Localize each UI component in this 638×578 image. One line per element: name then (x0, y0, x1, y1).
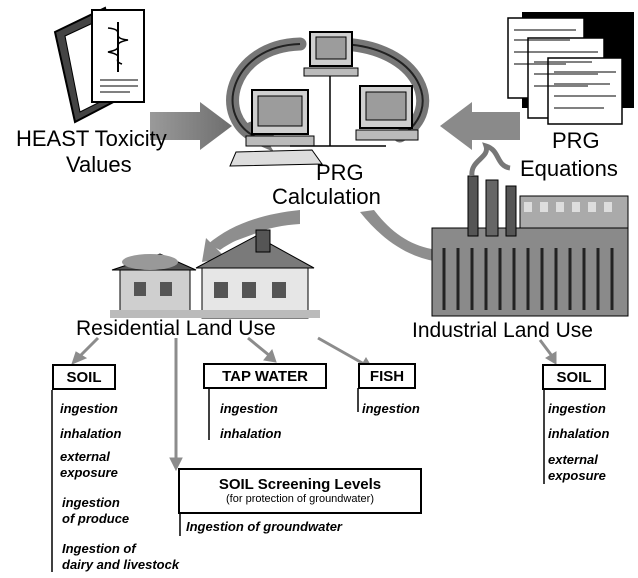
fish-label: FISH (369, 367, 405, 385)
soil-ind-pathway: exposure (548, 468, 606, 483)
residential-land-use-label: Residential Land Use (76, 317, 276, 340)
prg-calc-label-line2: Calculation (272, 184, 381, 209)
soil-res-pathway: of produce (62, 511, 130, 526)
soil-res-pathway: exposure (60, 465, 118, 480)
soil-res-pathway: inhalation (60, 426, 122, 441)
arrow-calc-to-residential (202, 220, 292, 262)
soil-ind-pathway: inhalation (548, 426, 610, 441)
ssl-title: SOIL Screening Levels (218, 476, 382, 494)
arrow-to-fish (317, 336, 365, 366)
arrow-to-soil-industrial (538, 339, 554, 357)
tap-water-pathway: ingestion (220, 401, 278, 416)
soil-res-pathway: external (60, 449, 110, 464)
computer-network-icon (229, 31, 419, 167)
soil-res-pathway: ingestion (62, 495, 120, 510)
heast-label-line2: Values (66, 152, 132, 177)
soil-ind-pathway: ingestion (548, 401, 606, 416)
soil-residential-label: SOIL (66, 368, 102, 386)
factory-icon (431, 142, 629, 317)
soil-res-pathway: dairy and livestock (62, 557, 180, 572)
soil-industrial-box: SOIL (542, 364, 606, 390)
soil-ind-pathway: external (548, 452, 598, 467)
fish-box: FISH (358, 363, 416, 389)
equations-papers-icon (507, 12, 634, 125)
soil-industrial-label: SOIL (556, 368, 592, 386)
arrow-heast-to-calc (150, 102, 232, 150)
ssl-subtitle: (for protection of groundwater) (226, 493, 374, 506)
soil-screening-levels-box: SOIL Screening Levels (for protection of… (178, 468, 422, 514)
heast-book-icon (53, 6, 145, 124)
tap-water-label: TAP WATER (222, 367, 308, 385)
prg-equations-label-line2: Equations (520, 156, 618, 181)
arrow-equations-to-calc (440, 102, 520, 150)
soil-res-pathway: Ingestion of (62, 541, 136, 556)
tap-water-box: TAP WATER (203, 363, 327, 389)
ssl-pathway: Ingestion of groundwater (186, 519, 342, 534)
prg-calc-label-line1: PRG (316, 160, 364, 185)
house-icon (110, 229, 320, 319)
heast-label-line1: HEAST Toxicity (16, 126, 167, 151)
prg-equations-label-line1: PRG (552, 128, 600, 153)
soil-res-pathway: ingestion (60, 401, 118, 416)
industrial-land-use-label: Industrial Land Use (412, 319, 593, 342)
arrow-to-tap-water (247, 336, 271, 358)
soil-residential-box: SOIL (52, 364, 116, 390)
fish-pathway: ingestion (362, 401, 420, 416)
tap-water-pathway: inhalation (220, 426, 282, 441)
